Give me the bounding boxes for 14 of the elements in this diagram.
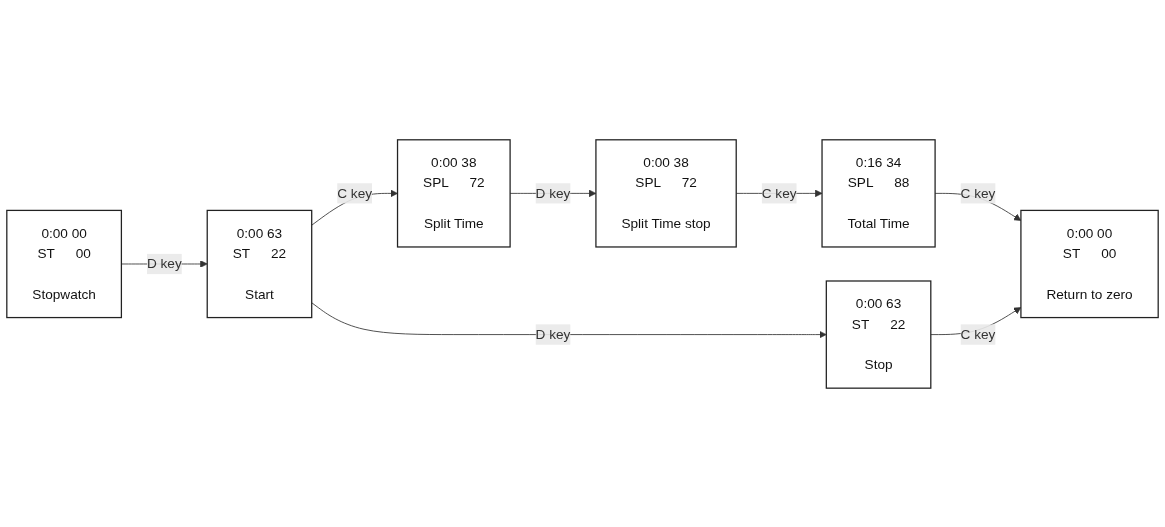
node-box: 0:00 00 ST 00 Stopwatch: [6, 209, 123, 318]
edge-label: C key: [337, 185, 373, 200]
edge-label: C key: [960, 326, 996, 341]
node-box: 0:00 00 ST 00 Return to zero: [1020, 209, 1159, 318]
edge-label: D key: [146, 255, 182, 271]
node-box: 0:16 34 SPL 88 Total Time: [821, 138, 936, 248]
edge-label: C key: [960, 185, 996, 200]
edge-label: D key: [535, 326, 571, 341]
edge-label: C key: [761, 185, 797, 200]
node-box: 0:00 38 SPL 72 Split Time stop: [595, 138, 737, 248]
node-box: 0:00 63 ST 22 Start: [206, 209, 313, 318]
edge-label: D key: [535, 185, 571, 200]
node-box: 0:00 63 ST 22 Stop: [825, 279, 932, 389]
node-box: 0:00 38 SPL 72 Split Time: [396, 138, 511, 248]
